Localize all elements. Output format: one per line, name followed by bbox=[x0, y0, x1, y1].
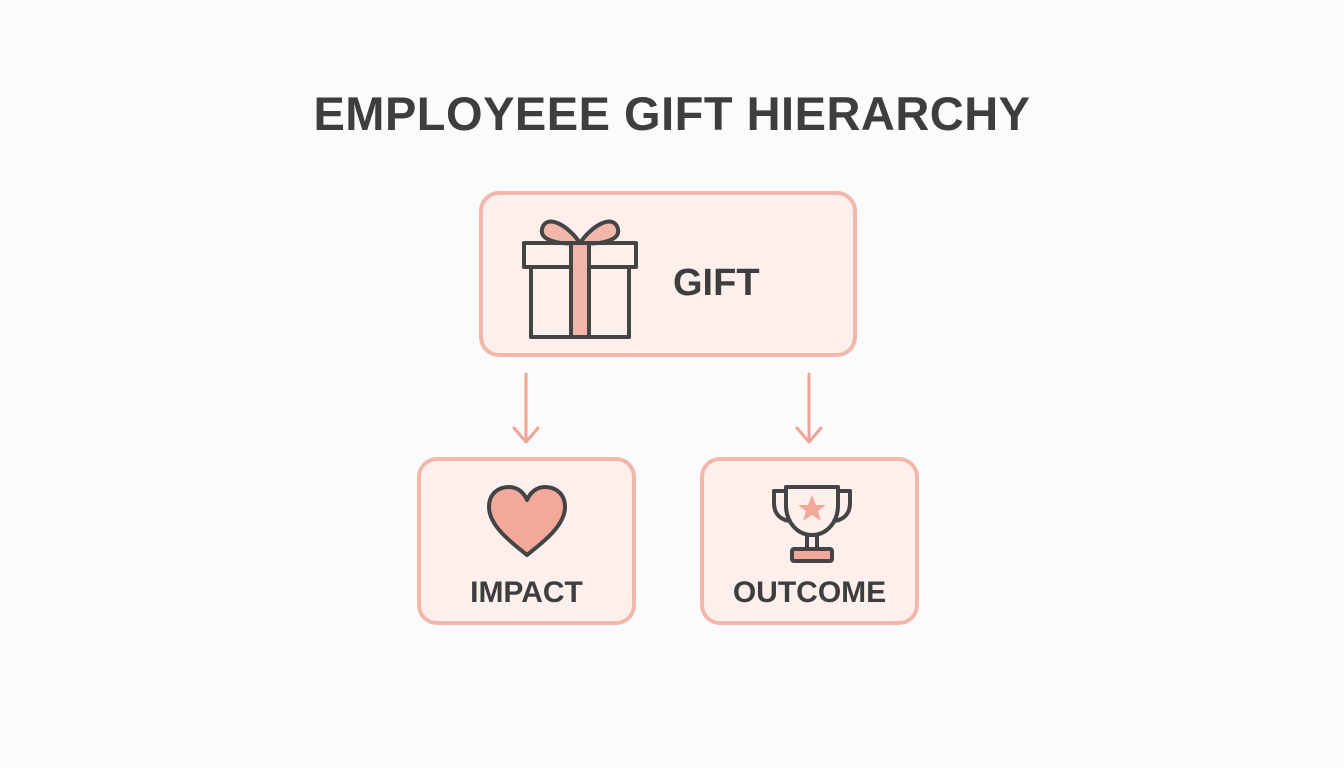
gift-label: GIFT bbox=[673, 262, 760, 304]
arrow-gift-to-outcome bbox=[795, 372, 823, 444]
node-gift: GIFT bbox=[479, 191, 857, 357]
diagram-title: EMPLOYEEE GIFT HIERARCHY bbox=[313, 87, 1031, 140]
outcome-label: OUTCOME bbox=[732, 576, 887, 609]
impact-label: IMPACT bbox=[470, 576, 583, 609]
trophy-icon bbox=[770, 483, 854, 570]
gift-icon bbox=[518, 211, 642, 348]
arrow-gift-to-impact bbox=[512, 372, 540, 444]
node-outcome: OUTCOME bbox=[700, 457, 919, 625]
node-impact: IMPACT bbox=[417, 457, 636, 625]
heart-icon bbox=[485, 483, 569, 564]
